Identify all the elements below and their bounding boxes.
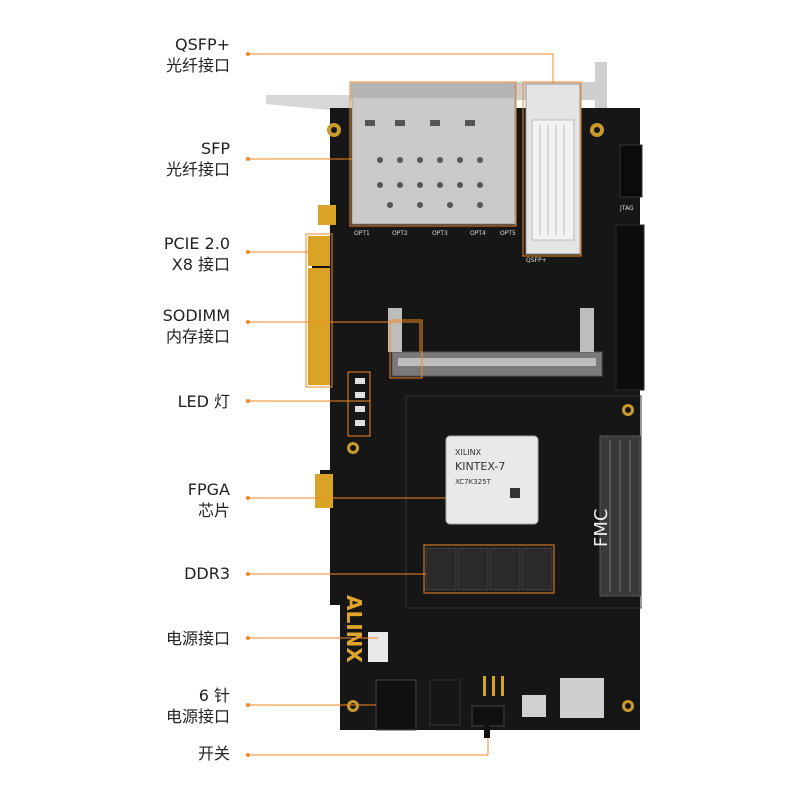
ddr3-chip	[489, 547, 521, 591]
highlight-qsfp	[522, 81, 582, 257]
label-qsfp: QSFP+光纤接口	[165, 35, 230, 75]
chip-family: KINTEX-7	[455, 460, 505, 473]
highlight-sfp	[349, 81, 517, 227]
sfp-cage	[351, 83, 516, 225]
six-pin-header	[375, 679, 417, 731]
led	[355, 392, 365, 398]
qsfp-silk: QSFP+	[526, 257, 547, 264]
fpga-side-connector	[315, 474, 333, 508]
callout-sodimm	[248, 321, 421, 352]
sd-slot	[560, 678, 604, 718]
led	[355, 420, 365, 426]
pcie-gold-fingers	[308, 236, 330, 385]
power-connector	[368, 632, 388, 662]
label-ddr3: DDR3	[184, 564, 230, 583]
highlight-pcie	[305, 233, 333, 388]
label-power: 电源接口	[165, 629, 230, 648]
power-switch	[471, 705, 505, 727]
brand-logo: ALINX	[342, 595, 366, 663]
jtag-silk: JTAG	[619, 205, 634, 212]
pcie-bracket	[266, 95, 350, 112]
led	[355, 406, 365, 412]
highlight-ddr3	[423, 544, 555, 594]
label-led: LED 灯	[177, 392, 230, 411]
ddr3-chip	[521, 547, 553, 591]
led	[355, 378, 365, 384]
label-switch: 开关	[197, 744, 230, 763]
sfp-silk-2: OPT2	[392, 230, 408, 237]
jtag-header	[619, 144, 643, 198]
sfp-silk-3: OPT3	[432, 230, 448, 237]
callout-qsfp	[248, 53, 554, 84]
idc-header	[615, 224, 645, 391]
label-power6: 6 针电源接口	[165, 686, 230, 726]
fpga-chip	[445, 435, 539, 525]
fmc-logo: FMC	[591, 509, 612, 547]
highlight-led	[347, 371, 371, 437]
callout-switch	[248, 738, 489, 756]
highlight-sodimm	[389, 319, 423, 379]
chip-vendor: XILINX	[455, 448, 482, 457]
chip-part: XC7K325T	[455, 478, 492, 486]
sfp-silk-4: OPT4	[470, 230, 486, 237]
ddr3-chip	[425, 547, 457, 591]
sfp-silk-1: OPT1	[354, 230, 370, 237]
sfp-silk-5: OPT5	[500, 230, 516, 237]
ddr3-chip	[457, 547, 489, 591]
usb-port	[522, 695, 546, 717]
